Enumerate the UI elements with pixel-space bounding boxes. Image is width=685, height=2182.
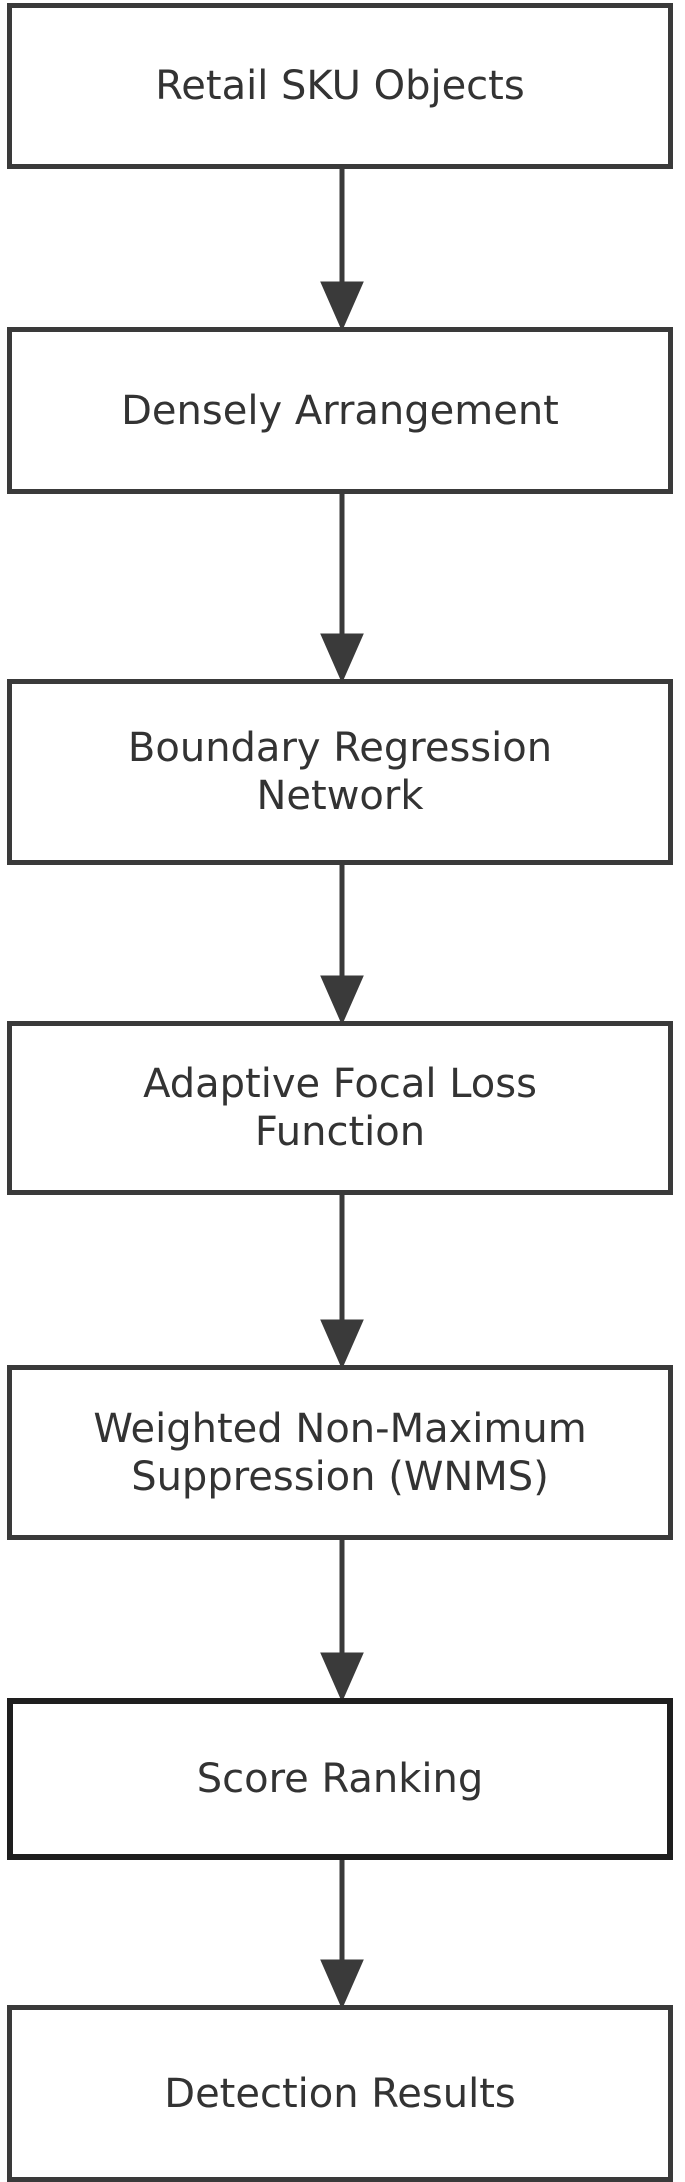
node-score-ranking: Score Ranking — [7, 1698, 673, 1860]
arrowhead-n6-n7 — [320, 1959, 364, 2010]
arrowhead-n5-n6 — [320, 1652, 364, 1703]
node-label: Detection Results — [164, 2070, 516, 2117]
node-adaptive-focal-loss: Adaptive Focal Loss Function — [7, 1021, 673, 1195]
node-retail-sku-objects: Retail SKU Objects — [7, 3, 673, 169]
node-label: Adaptive Focal Loss Function — [143, 1061, 537, 1155]
node-boundary-regression-network: Boundary Regression Network — [7, 679, 673, 865]
node-label: Score Ranking — [196, 1756, 484, 1802]
node-label: Retail SKU Objects — [155, 63, 525, 109]
node-label: Densely Arrangement — [121, 387, 559, 434]
node-label: Weighted Non-Maximum Suppression (WNMS) — [93, 1405, 587, 1500]
node-detection-results: Detection Results — [7, 2005, 673, 2182]
arrowhead-n2-n3 — [320, 633, 364, 684]
node-wnms: Weighted Non-Maximum Suppression (WNMS) — [7, 1365, 673, 1540]
arrowhead-n3-n4 — [320, 975, 364, 1026]
node-label: Boundary Regression Network — [127, 725, 553, 819]
arrowhead-n1-n2 — [320, 281, 364, 332]
arrowhead-n4-n5 — [320, 1319, 364, 1370]
node-densely-arrangement: Densely Arrangement — [7, 327, 673, 494]
